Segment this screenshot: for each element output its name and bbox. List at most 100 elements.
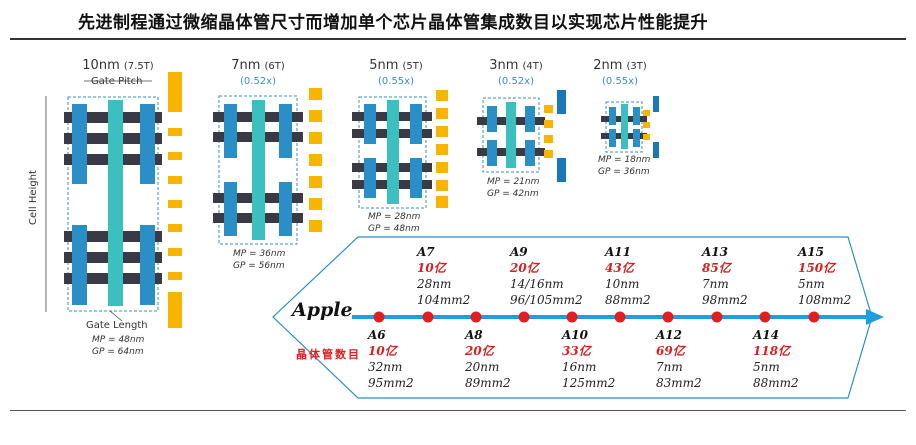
ratio-2nm: (0.55x) [602,76,638,87]
pad [643,134,650,140]
ratio-5nm: (0.55x) [378,76,414,87]
pad [436,196,448,208]
cell-boundary [482,97,540,173]
cell-2nm [601,96,659,158]
pad [643,110,650,116]
gate-pitch-text: GP = 36nm [598,167,650,177]
fin [525,140,535,166]
fin [364,104,376,144]
chip-transistors: 85亿 [702,261,731,275]
chip-a10: A10 33亿 16nm 125mm2 [562,327,615,391]
chip-process: 20nm [465,360,500,374]
chip-transistors: 20亿 [510,261,539,275]
node-notes-7nm: MP = 36nm GP = 56nm [233,248,285,272]
fin [410,104,422,144]
chip-name: A7 [417,245,435,259]
fin [140,225,155,305]
node-tracks: (3T) [626,61,647,72]
chip-name: A13 [702,245,729,259]
chip-area: 125mm2 [562,376,616,390]
node-notes-2nm: MP = 18nm GP = 36nm [598,154,650,178]
timeline-dot-a15 [808,311,820,323]
pad [309,176,322,188]
chip-area: 83mm2 [656,376,702,390]
node-notes-3nm: MP = 21nm GP = 42nm [487,176,539,200]
node-name: 7nm [231,58,261,73]
timeline-dot-a12 [662,311,674,323]
node-title-10nm: 10nm (7.5T) [68,58,168,73]
node-title-7nm: 7nm (6T) [208,58,308,73]
chip-a7: A7 10亿 28nm 104mm2 [417,244,470,308]
node-notes-5nm: MP = 28nm GP = 48nm [368,211,420,235]
gate-length-label: Gate Length [86,320,148,331]
timeline-dot-a7 [422,311,434,323]
pad [436,90,448,101]
cell-boundary [67,96,159,312]
node-title-3nm: 3nm (4T) [466,58,566,73]
chip-name: A11 [605,245,632,259]
pad [436,108,448,119]
chip-process: 5nm [798,277,825,291]
fin [609,107,616,125]
chip-area: 95mm2 [368,376,414,390]
ratio-3nm: (0.52x) [498,76,534,87]
pad [544,120,553,128]
fin [633,129,640,147]
gate-pitch-text: GP = 42nm [487,189,539,199]
chip-name: A6 [368,328,386,342]
node-tracks: (7.5T) [123,61,154,72]
chip-name: A10 [562,328,589,342]
chip-area: 98mm2 [702,293,748,307]
pad [436,180,448,191]
chip-area: 89mm2 [465,376,511,390]
chip-process: 5nm [753,360,780,374]
timeline-dot-a13 [711,311,723,323]
chip-area: 96/105mm2 [510,293,583,307]
node-name: 3nm [489,58,519,73]
chip-area: 104mm2 [417,293,471,307]
chip-transistors: 20亿 [465,344,494,358]
power-rail [557,158,566,182]
gate-length-pointer [109,310,123,322]
cell-boundary [605,101,643,153]
chip-process: 7nm [656,360,683,374]
cell-3nm [477,90,566,182]
node-name: 2nm [593,58,623,73]
fin [609,129,616,147]
power-rail [557,90,566,114]
chip-transistors: 150亿 [798,261,836,275]
timeline-dot-a10 [566,311,578,323]
metal-pitch-text: MP = 18nm [598,155,651,165]
metal-pitch-text: MP = 48nm [92,335,145,345]
chip-process: 7nm [702,277,729,291]
node-tracks: (6T) [264,61,285,72]
fin [279,182,292,236]
chip-name: A15 [798,245,825,259]
fin [72,225,87,305]
bottom-rule [10,410,906,411]
chip-process: 16nm [562,360,597,374]
fin [525,106,535,132]
chip-a9: A9 20亿 14/16nm 96/105mm2 [510,244,583,308]
chip-transistors: 10亿 [368,344,397,358]
gate-pitch-text: GP = 64nm [92,347,144,357]
pad [168,152,182,160]
fin [487,106,497,132]
chip-process: 32nm [368,360,403,374]
gate-pitch-text: GP = 48nm [368,224,420,234]
timeline-dot-a8 [470,311,482,323]
gate [252,100,265,240]
chip-name: A12 [656,328,683,342]
chip-transistors: 118亿 [753,344,791,358]
power-rail [653,96,659,112]
top-rule [10,38,906,40]
pad [544,135,553,143]
timeline-dot-a14 [759,311,771,323]
cell-7nm [213,88,322,245]
node-title-5nm: 5nm (5T) [346,58,446,73]
chip-a14: A14 118亿 5nm 88mm2 [753,327,799,391]
timeline-dot-a6 [373,311,385,323]
chip-a13: A13 85亿 7nm 98mm2 [702,244,748,308]
pad [643,122,650,128]
chip-name: A9 [510,245,528,259]
